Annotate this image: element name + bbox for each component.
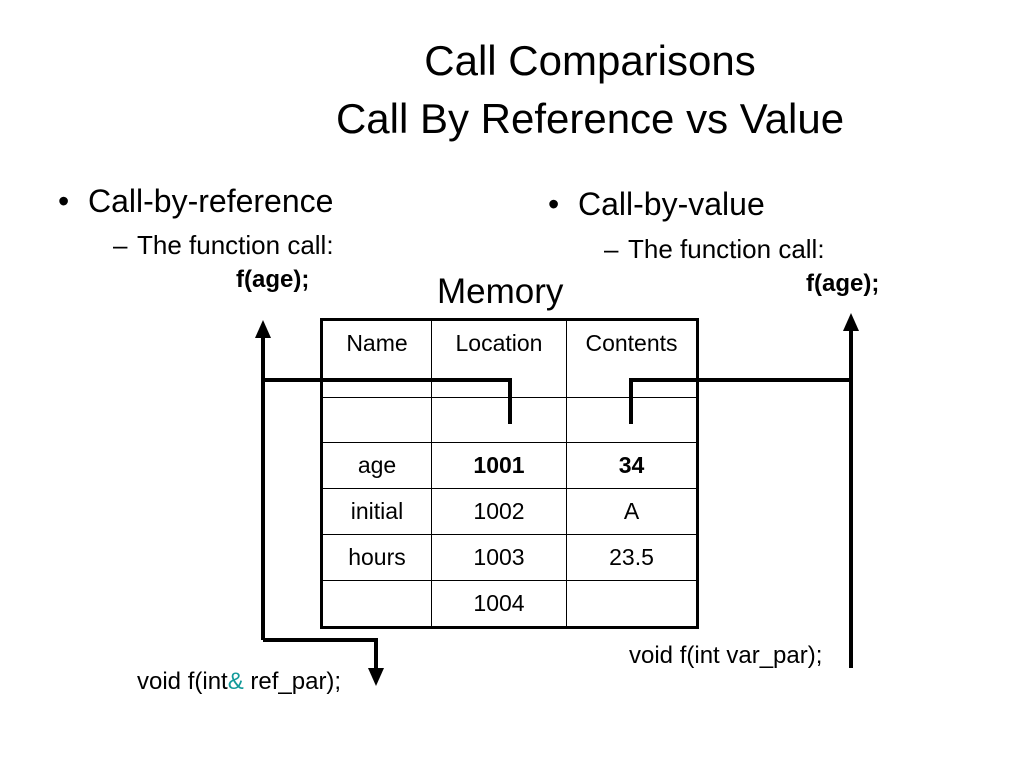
cell-contents: 23.5	[566, 534, 698, 581]
bullet-icon: •	[58, 183, 70, 219]
cell-location: 1004	[431, 580, 567, 628]
right-bullet-text: Call-by-value	[578, 186, 765, 222]
left-sub-text: The function call:	[137, 230, 334, 260]
left-bullet: • Call-by-reference	[58, 182, 333, 220]
header-name: Name	[321, 319, 432, 398]
dash-icon: –	[604, 234, 619, 264]
reference-bottom-line	[263, 638, 378, 672]
cell-name: initial	[321, 488, 432, 535]
table-header-row: Name Location Contents	[321, 319, 698, 398]
right-bullet: • Call-by-value	[548, 185, 765, 223]
value-up-arrowhead	[843, 313, 859, 331]
slide-title-line-2: Call By Reference vs Value	[335, 95, 845, 142]
slide-title-line-1: Call Comparisons	[424, 37, 756, 84]
header-location: Location	[431, 319, 567, 398]
left-sub-bullet: –The function call:	[113, 230, 334, 260]
right-sub-bullet: –The function call:	[604, 234, 825, 264]
reference-down-arrowhead	[368, 668, 384, 686]
header-contents: Contents	[566, 319, 698, 398]
reference-declaration-prefix: void f(int	[137, 668, 228, 695]
memory-label: Memory	[437, 272, 564, 311]
cell-name: hours	[321, 534, 432, 581]
cell-contents	[566, 580, 698, 628]
right-sub-text: The function call:	[628, 234, 825, 264]
table-row: initial 1002 A	[321, 488, 698, 535]
left-bullet-text: Call-by-reference	[88, 183, 334, 219]
table-row: hours 1003 23.5	[321, 534, 698, 581]
reference-connector-line	[263, 378, 512, 424]
left-function-call: f(age);	[236, 266, 310, 293]
bullet-icon: •	[548, 186, 560, 222]
reference-up-arrowhead	[255, 320, 271, 338]
reference-declaration: void f(int& ref_par);	[137, 668, 341, 696]
table-row: 1004	[321, 580, 698, 628]
cell-contents: A	[566, 488, 698, 535]
cell-name	[321, 397, 432, 443]
memory-table: Name Location Contents age 1001 34 initi…	[320, 318, 699, 629]
value-declaration: void f(int var_par);	[629, 642, 823, 669]
table-row: age 1001 34	[321, 442, 698, 489]
right-function-call: f(age);	[806, 270, 880, 297]
dash-icon: –	[113, 230, 128, 260]
value-connector-line	[629, 378, 851, 424]
cell-location: 1003	[431, 534, 567, 581]
reference-declaration-suffix: ref_par);	[243, 668, 342, 695]
cell-location: 1001	[431, 442, 567, 489]
ampersand-symbol: &	[227, 668, 244, 695]
